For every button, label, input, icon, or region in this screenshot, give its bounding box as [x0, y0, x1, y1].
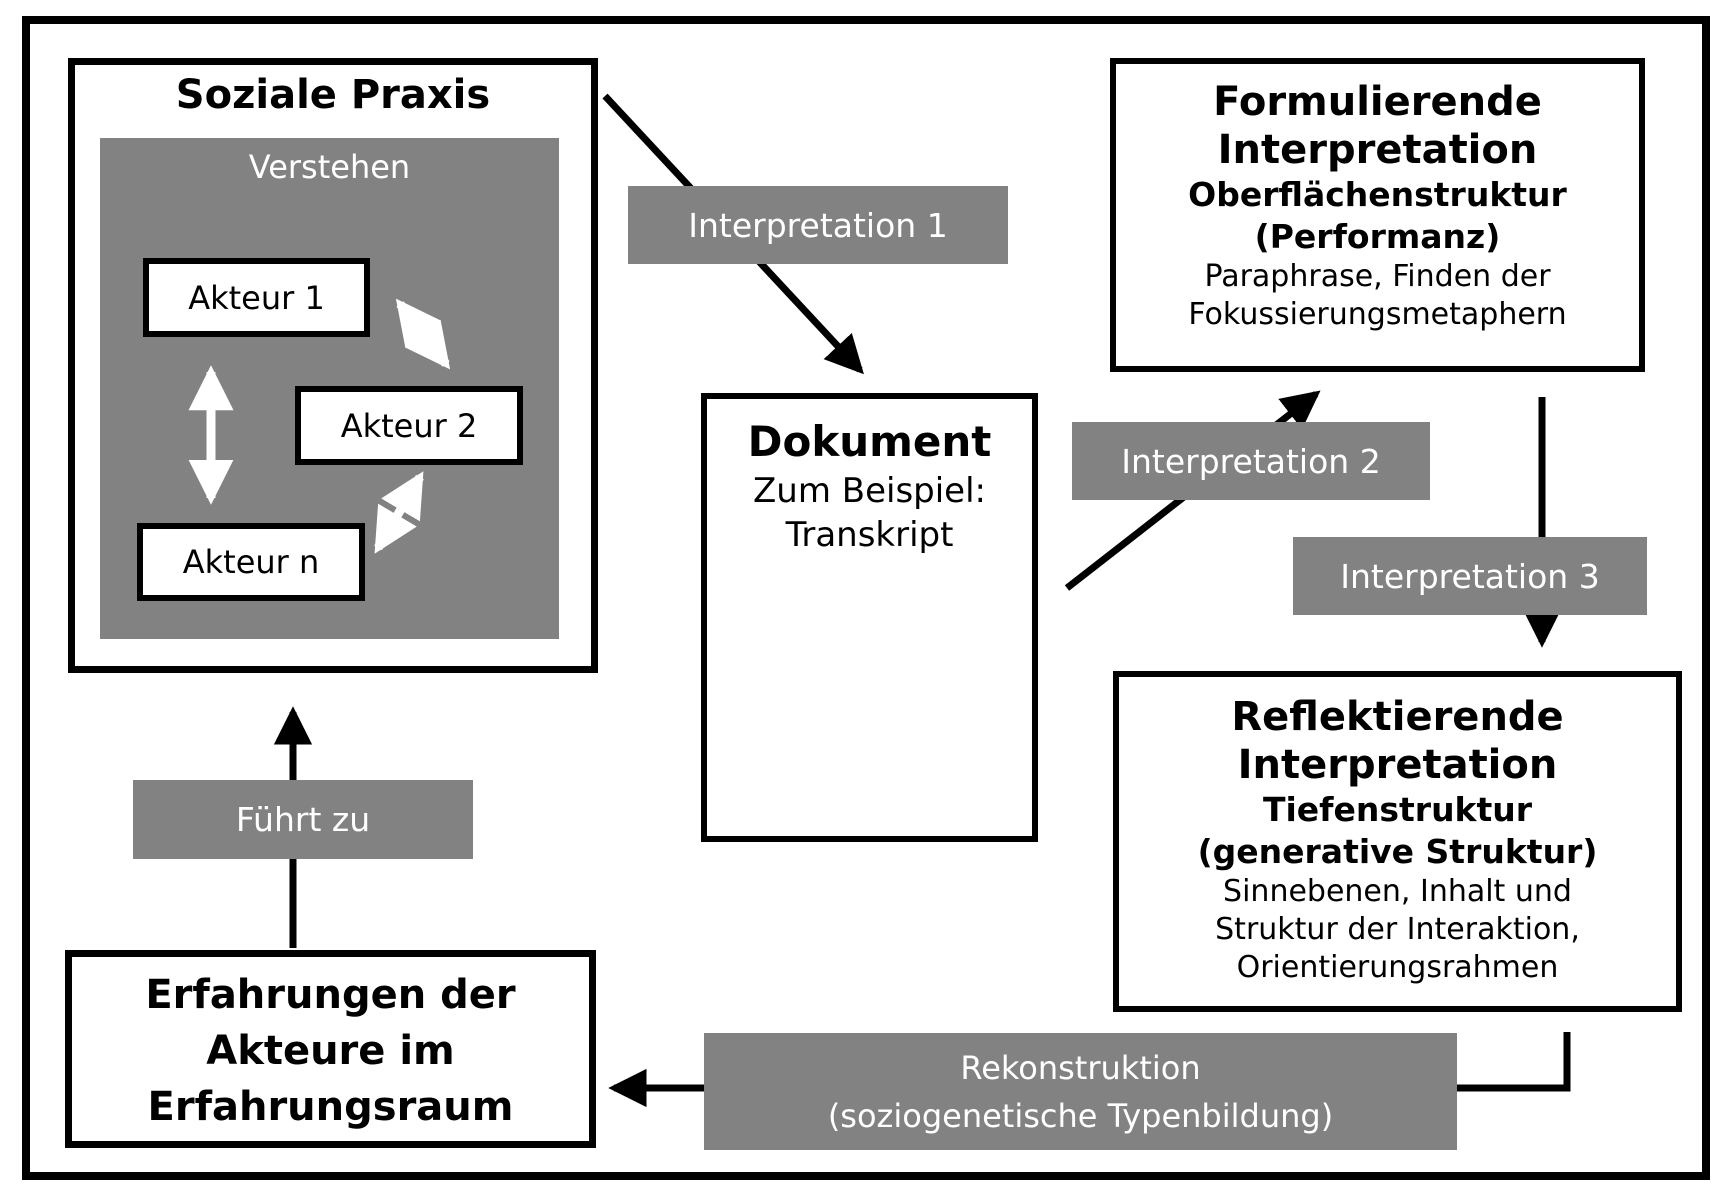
fuehrt-zu-label: Führt zu	[133, 780, 473, 859]
formulierende-subtitle-2: (Performanz)	[1254, 217, 1501, 256]
rekonstruktion-label: Rekonstruktion (soziogenetische Typenbil…	[704, 1033, 1457, 1150]
reflektierende-subtitle-2: (generative Struktur)	[1197, 832, 1598, 871]
formulierende-subtitle-1: Oberflächenstruktur	[1188, 175, 1567, 214]
formulierende-body-line2: Fokussierungsmetaphern	[1188, 297, 1567, 332]
reflektierende-interpretation-box: Reflektierende Interpretation Tiefenstru…	[1113, 671, 1682, 1012]
akteur-2-box: Akteur 2	[295, 386, 523, 465]
formulierende-body-line1: Paraphrase, Finden der	[1204, 259, 1551, 294]
erfahrungen-box: Erfahrungen der Akteure im Erfahrungsrau…	[65, 950, 596, 1148]
dokument-subtitle-line1: Zum Beispiel:	[752, 471, 987, 511]
akteur-n-box: Akteur n	[137, 523, 365, 601]
akteur-1-box: Akteur 1	[143, 258, 370, 337]
reflektierende-subtitle-1: Tiefenstruktur	[1262, 790, 1533, 829]
verstehen-label: Verstehen	[248, 148, 411, 186]
reflektierende-body-line2: Struktur der Interaktion,	[1215, 912, 1580, 947]
dokument-title: Dokument	[747, 417, 992, 466]
rekonstruktion-label-line1: Rekonstruktion	[960, 1048, 1201, 1087]
formulierende-title-line2: Interpretation	[1217, 127, 1538, 173]
dokument-box: Dokument Zum Beispiel: Transkript	[701, 393, 1038, 842]
reflektierende-title-line1: Reflektierende	[1231, 694, 1564, 740]
interpretation-1-label: Interpretation 1	[628, 186, 1008, 264]
formulierende-title-line1: Formulierende	[1213, 79, 1542, 125]
reflektierende-body-line1: Sinnebenen, Inhalt und	[1223, 874, 1572, 909]
reflektierende-title-line2: Interpretation	[1237, 742, 1558, 788]
interpretation-3-label: Interpretation 3	[1293, 537, 1647, 615]
rekonstruktion-label-line2: (soziogenetische Typenbildung)	[827, 1096, 1334, 1135]
erfahrungen-line2: Akteure im	[206, 1028, 455, 1074]
reflektierende-body-line3: Orientierungsrahmen	[1236, 950, 1559, 985]
erfahrungen-line3: Erfahrungsraum	[147, 1084, 514, 1130]
verstehen-box: Verstehen Akteur 1 Akteur 2 Akteur n	[100, 138, 559, 639]
interpretation-2-label: Interpretation 2	[1072, 422, 1430, 500]
erfahrungen-line1: Erfahrungen der	[145, 972, 516, 1018]
soziale-praxis-title: Soziale Praxis	[175, 72, 491, 118]
formulierende-interpretation-box: Formulierende Interpretation Oberflächen…	[1110, 58, 1645, 372]
diagram-outer-border	[22, 16, 1710, 1180]
dokument-subtitle-line2: Transkript	[785, 515, 954, 555]
